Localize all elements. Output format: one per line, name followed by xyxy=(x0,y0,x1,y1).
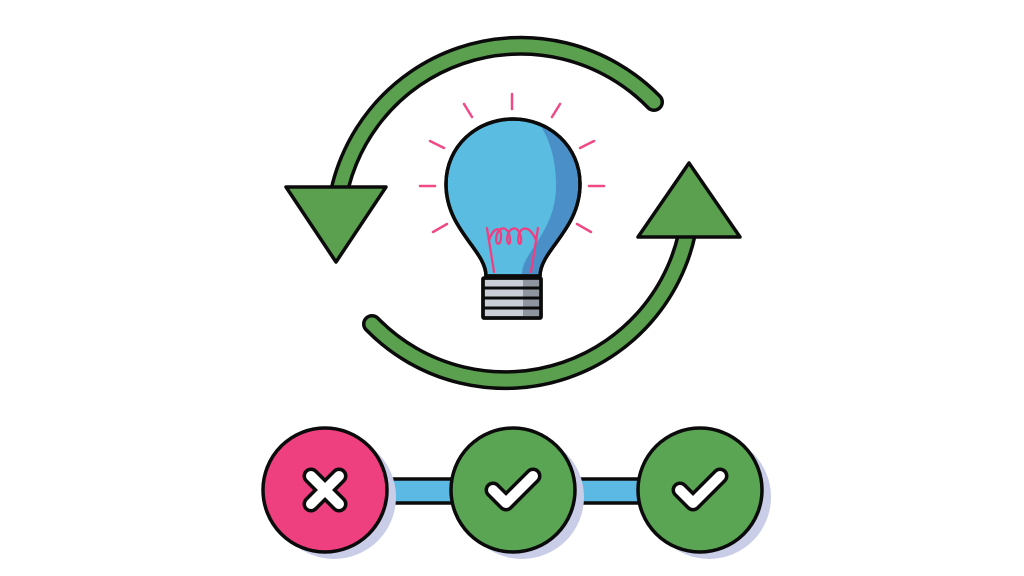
lightbulb-icon xyxy=(418,92,606,320)
bulb-base xyxy=(481,276,543,320)
close-icon xyxy=(302,467,348,513)
bottom-arrow-head xyxy=(636,161,742,239)
steps-row xyxy=(261,426,771,559)
checkmark-icon xyxy=(484,467,542,512)
step-success xyxy=(449,426,584,559)
checkmark-icon xyxy=(671,467,729,512)
bottom-arrow-arc-fill xyxy=(365,208,697,387)
light-rays xyxy=(418,92,606,234)
bulb-glass-outline xyxy=(444,117,582,278)
step-fail xyxy=(261,426,396,559)
step-success xyxy=(636,426,771,559)
top-arrow xyxy=(284,35,664,264)
top-arrow-arc-fill xyxy=(329,39,661,217)
top-arrow-head xyxy=(284,185,388,264)
cycle-arrows-icon xyxy=(284,35,742,391)
bottom-arrow xyxy=(362,161,742,391)
bulb-glass-shade xyxy=(522,125,578,274)
bulb-filament xyxy=(485,226,540,274)
